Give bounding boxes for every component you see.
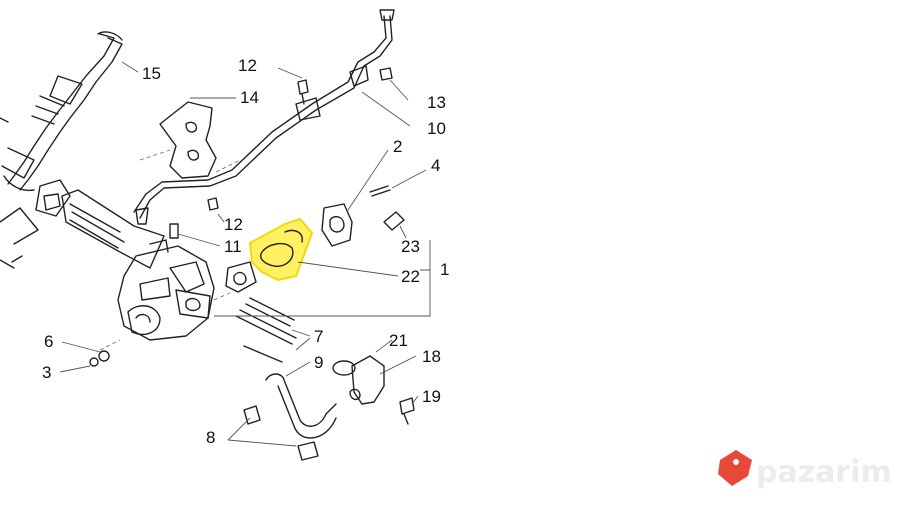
part-10-pipe [133, 9, 395, 225]
callout-11: 11 [224, 237, 242, 256]
callout-12-mid: 12 [224, 215, 243, 234]
callout-8: 8 [206, 428, 215, 447]
left-bolts [0, 117, 23, 263]
callout-3: 3 [42, 363, 51, 382]
callout-23: 23 [401, 237, 420, 256]
watermark-text: pazarim [756, 455, 892, 490]
egr-cooler-body [0, 179, 165, 269]
part-11-pin [169, 223, 179, 239]
part-23-bolt [383, 211, 405, 231]
callout-18: 18 [422, 347, 441, 366]
callout-10: 10 [427, 119, 446, 138]
part-21-oring [332, 360, 356, 376]
callout-14: 14 [240, 88, 259, 107]
part-8-clamps [243, 405, 319, 461]
leader-lines [59, 61, 431, 447]
watermark: pazarim [718, 450, 892, 490]
part-15-egr-pipe [1, 31, 123, 192]
callout-7: 7 [314, 327, 323, 346]
callout-1: 1 [440, 260, 449, 279]
part-18-housing [349, 355, 385, 405]
part-14-bracket [159, 101, 217, 179]
callouts: 15 12 14 13 10 2 4 12 11 23 22 1 7 9 6 3… [42, 56, 449, 447]
callout-4: 4 [431, 156, 440, 175]
callout-15: 15 [142, 64, 161, 83]
callout-9: 9 [314, 353, 323, 372]
highlight-part-22 [248, 217, 314, 282]
flange-gasket [225, 261, 257, 293]
callout-6: 6 [44, 332, 53, 351]
callout-13: 13 [427, 93, 446, 112]
part-12-bolt-mid [207, 197, 219, 211]
callout-2: 2 [393, 137, 402, 156]
price-tag-icon [718, 450, 752, 486]
part-4-stud [369, 185, 391, 197]
part-2-gasket [321, 203, 353, 247]
callout-22: 22 [401, 267, 420, 286]
callout-12-top: 12 [238, 56, 257, 75]
part-9-hose [265, 373, 337, 439]
part-12-bolt-top [297, 79, 309, 105]
callout-21: 21 [389, 331, 408, 350]
part-13-bolt [379, 67, 393, 81]
callout-19: 19 [422, 387, 441, 406]
part-19-bolt [399, 397, 415, 425]
part-6-washer [98, 350, 110, 362]
part-3-nut [89, 357, 99, 367]
egr-valve-assembly [117, 239, 215, 341]
part-7-bolts [235, 297, 297, 363]
